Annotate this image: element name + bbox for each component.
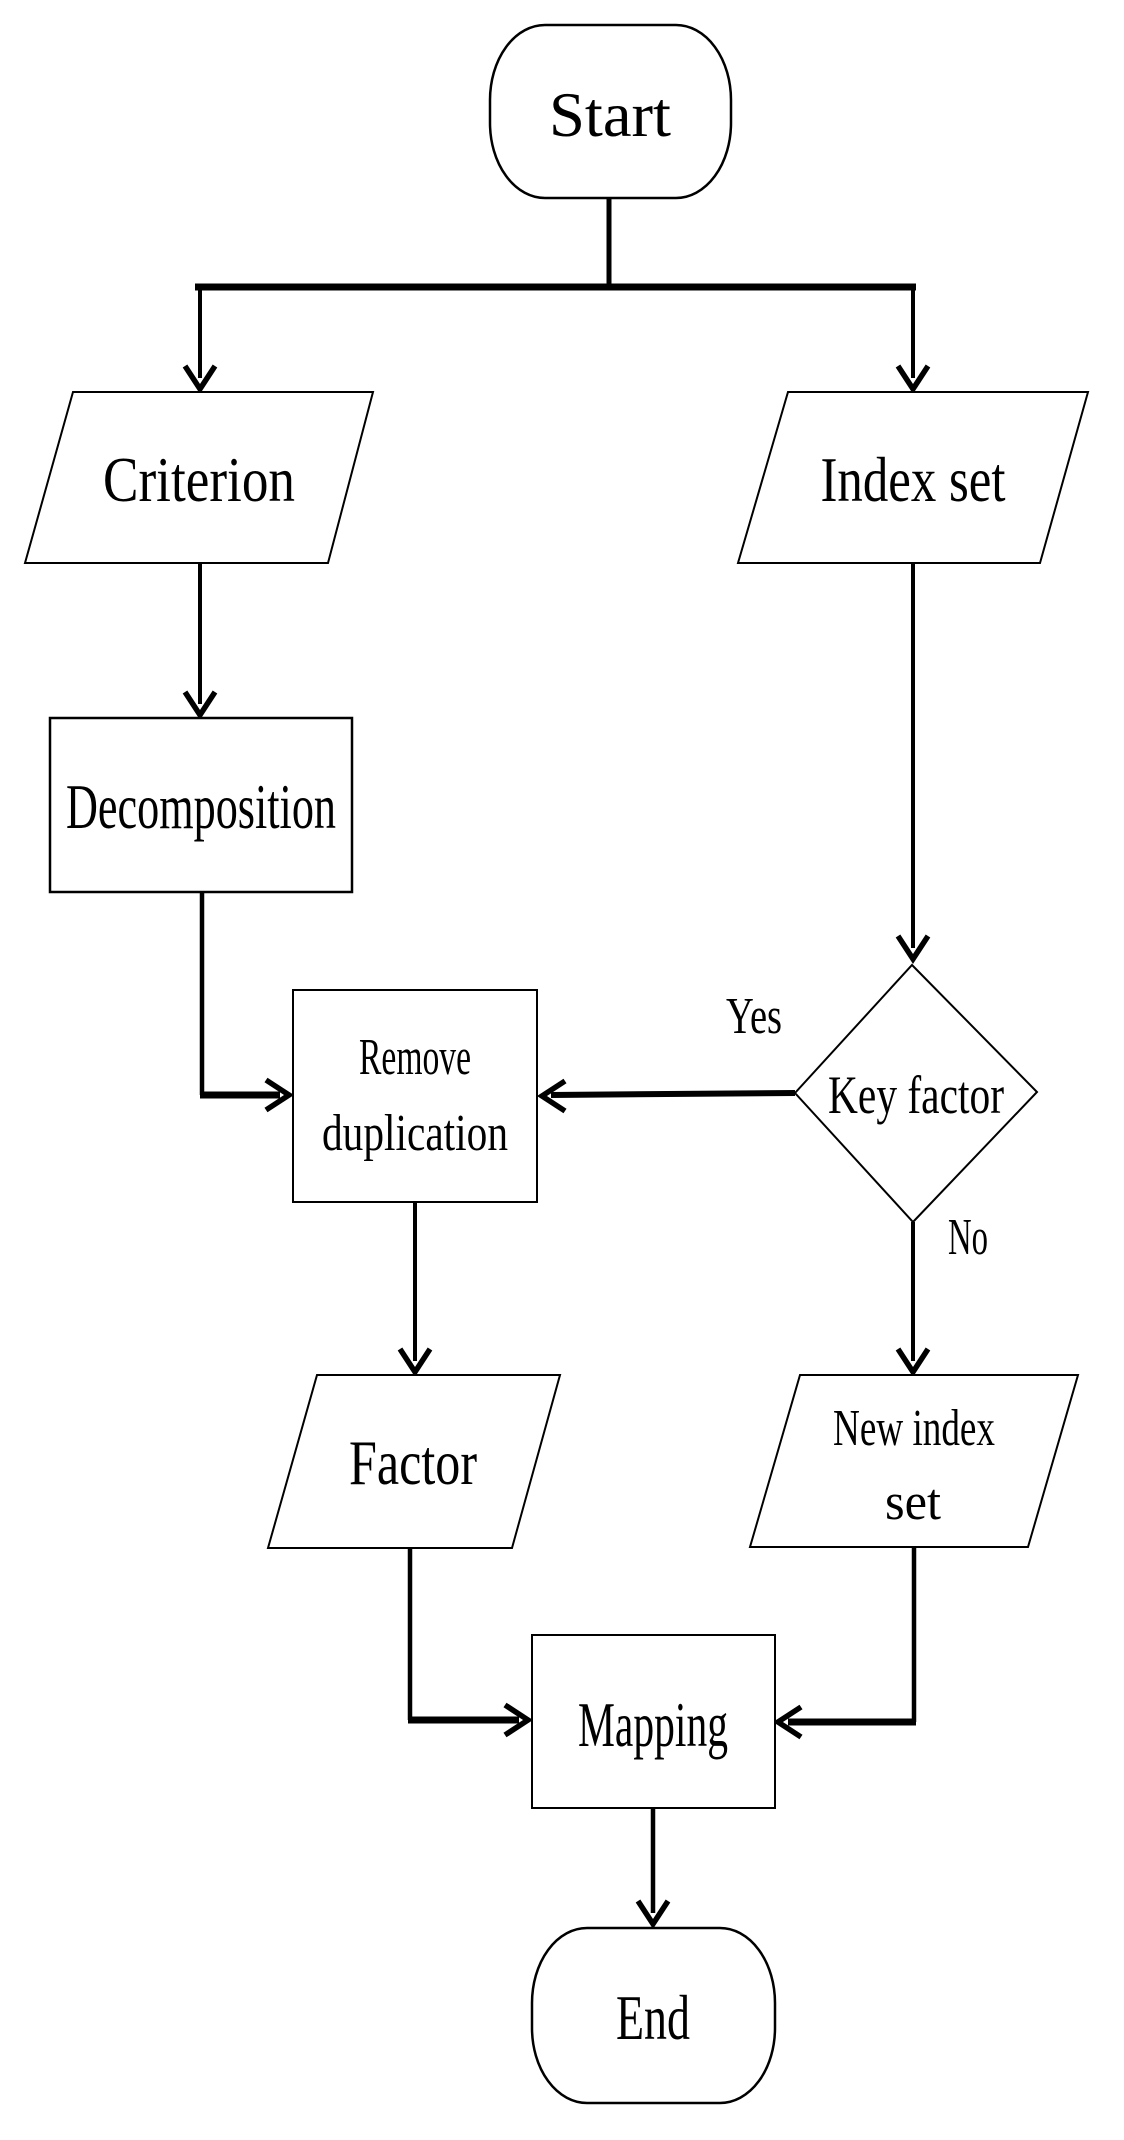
arrowhead-remove-duplication-right-icon	[264, 1077, 295, 1113]
arrowhead-decomposition-down-icon	[182, 690, 218, 721]
node-key-factor-label: Key factor	[828, 1065, 1004, 1125]
edge-label-yes: Yes	[726, 988, 782, 1045]
node-start-label: Start	[549, 79, 671, 150]
edge-labels: Yes No	[726, 988, 988, 1266]
node-remove-duplication-label-line2: duplication	[322, 1105, 508, 1162]
node-new-index-set-label-line2: set	[885, 1474, 942, 1531]
node-factor-label: Factor	[349, 1427, 477, 1498]
node-remove-duplication-label-line1: Remove	[359, 1029, 471, 1086]
arrowhead-end-down-icon	[635, 1899, 671, 1930]
node-new-index-set-label-line1: New index	[833, 1400, 995, 1457]
arrowhead-remove-duplication-left-icon	[536, 1078, 567, 1114]
nodes: Start Criterion Index set Decomposition …	[23, 23, 1090, 2105]
node-end	[530, 1926, 777, 2105]
edges	[182, 197, 931, 1930]
node-mapping-label: Mapping	[578, 1689, 728, 1760]
node-key-factor	[793, 963, 1039, 1224]
node-criterion-label: Criterion	[103, 444, 295, 515]
edge-label-no: No	[948, 1209, 988, 1266]
node-criterion	[23, 391, 375, 564]
node-start	[488, 23, 733, 200]
edge-key-factor-yes	[550, 1090, 796, 1098]
arrowhead-factor-down-icon	[397, 1347, 433, 1378]
arrowhead-index-set-down-icon	[895, 364, 931, 395]
node-index-set	[736, 391, 1090, 564]
node-end-label: End	[616, 1982, 690, 2053]
arrowhead-mapping-left-icon	[772, 1704, 803, 1740]
node-index-set-label: Index set	[821, 444, 1006, 515]
node-new-index-set	[748, 1374, 1080, 1548]
node-mapping	[531, 1634, 776, 1809]
node-decomposition	[48, 716, 354, 894]
node-remove-duplication	[292, 989, 538, 1203]
node-decomposition-label: Decomposition	[66, 771, 336, 842]
arrowhead-mapping-right-icon	[503, 1702, 534, 1738]
arrowhead-new-index-set-down-icon	[895, 1347, 931, 1378]
node-factor	[266, 1374, 562, 1549]
arrowhead-criterion-down-icon	[182, 364, 218, 395]
arrowhead-key-factor-down-icon	[895, 934, 931, 965]
